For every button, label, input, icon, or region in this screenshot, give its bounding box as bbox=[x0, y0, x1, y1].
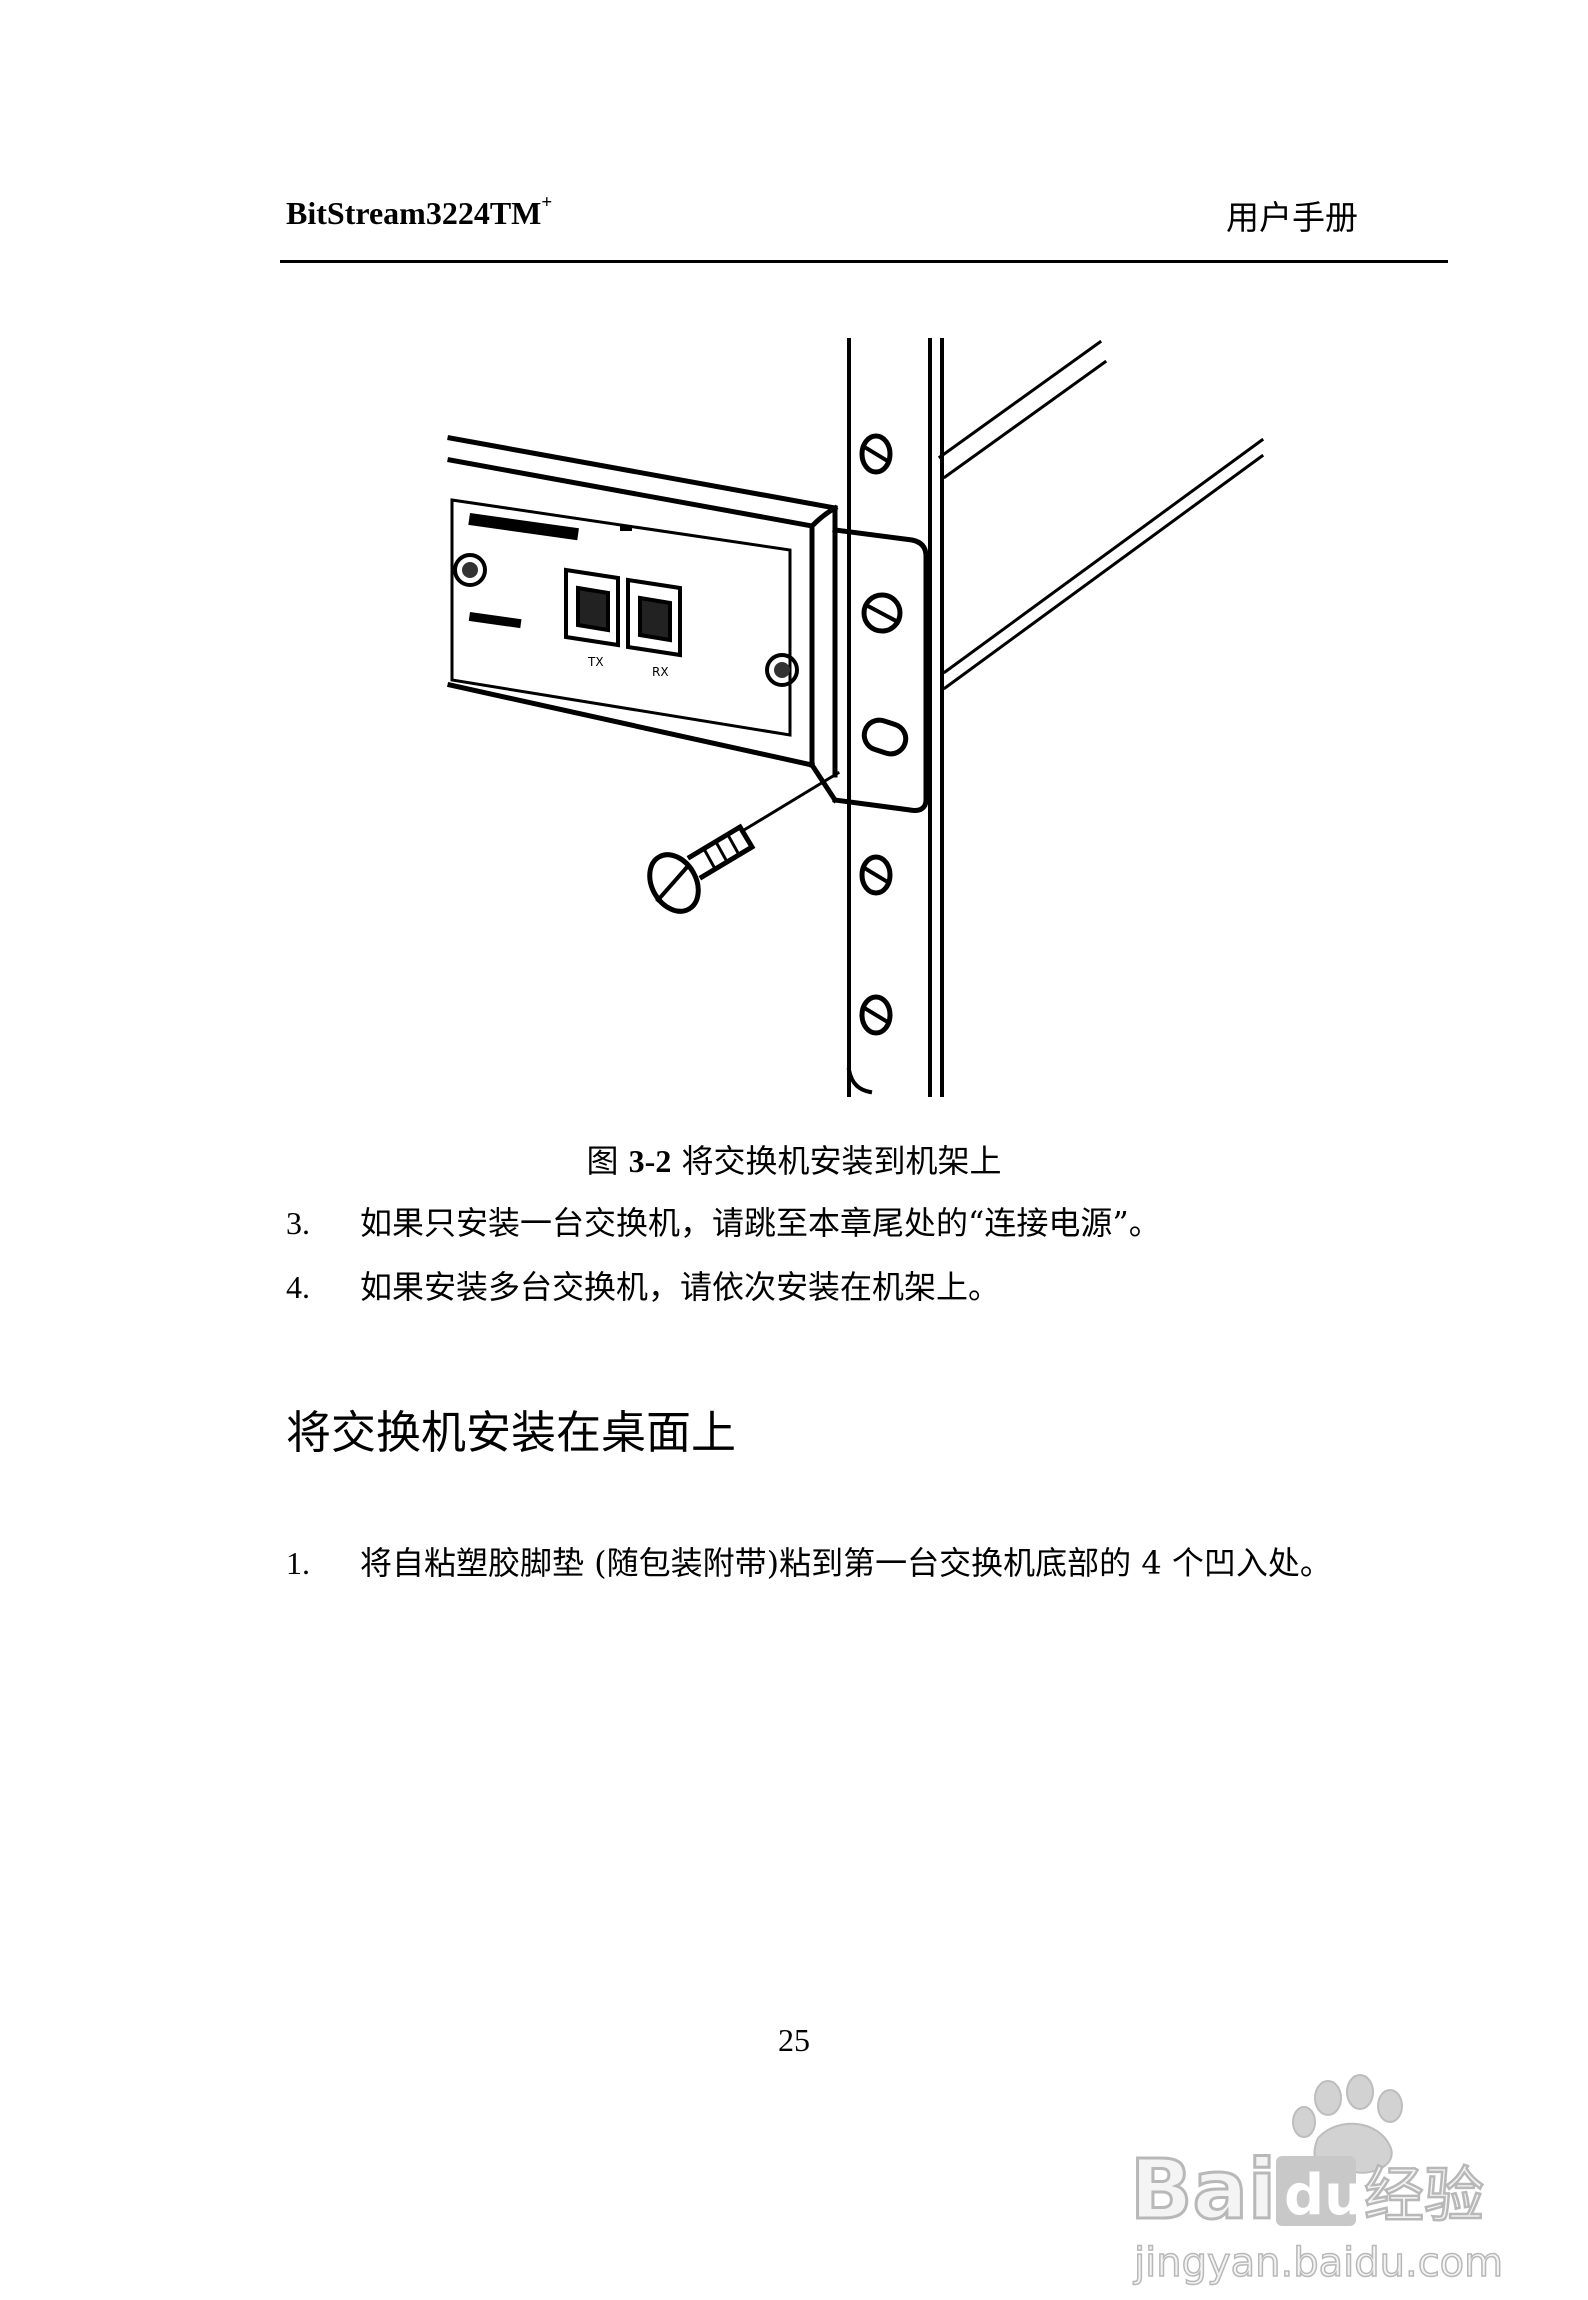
watermark-brand-suffix: 经验 bbox=[1364, 2161, 1484, 2231]
port-label-tx: TX bbox=[587, 655, 604, 669]
list-item-text: 如果安装多台交换机，请依次安装在机架上。 bbox=[360, 1268, 1001, 1306]
switch-front-panel bbox=[450, 498, 792, 737]
watermark-brand-du: du bbox=[1284, 2163, 1364, 2228]
rack-rail bbox=[847, 338, 944, 1097]
header-title: BitStream3224TM+ bbox=[286, 192, 552, 232]
list-item-number: 1. bbox=[286, 1545, 310, 1581]
header-title-text: BitStream3224TM bbox=[286, 195, 542, 231]
panel-screw-icons bbox=[453, 553, 799, 687]
bracket-screw-icon bbox=[861, 592, 903, 634]
fiber-port-rx bbox=[626, 577, 682, 658]
rail-bottom-curve bbox=[846, 1067, 873, 1095]
loose-screw-icon bbox=[647, 823, 756, 914]
list-item-number: 4. bbox=[286, 1269, 310, 1305]
section-title: 将交换机安装在桌面上 bbox=[286, 1406, 737, 1459]
rack-side-lines bbox=[937, 339, 1265, 691]
list-item-number: 3. bbox=[286, 1205, 310, 1241]
header-rule bbox=[280, 260, 1448, 263]
header-title-sup: + bbox=[541, 192, 553, 213]
caption-number: 3-2 bbox=[628, 1143, 672, 1179]
mounting-bracket bbox=[808, 527, 929, 813]
figure-caption: 图 3-2 将交换机安装到机架上 bbox=[0, 1136, 1588, 1182]
list-item: 4. 如果安装多台交换机，请依次安装在机架上。 bbox=[286, 1262, 1000, 1308]
watermark-url: jingyan.baidu.com bbox=[1133, 2240, 1503, 2286]
header-doc-type: 用户手册 bbox=[1226, 198, 1358, 237]
panel-label-blocks bbox=[468, 513, 632, 629]
caption-prefix: 图 bbox=[586, 1142, 619, 1180]
list-item-text: 如果只安装一台交换机，请跳至本章尾处的“连接电源”。 bbox=[360, 1204, 1161, 1242]
rack-mount-figure: TX RX bbox=[447, 338, 1265, 1097]
baidu-jingyan-watermark: Bai du 经验 jingyan.baidu.com bbox=[1129, 2074, 1504, 2287]
rail-hole-icons bbox=[859, 433, 893, 1036]
watermark-brand: Bai bbox=[1130, 2143, 1276, 2238]
screw-guide-line bbox=[741, 770, 841, 833]
list-item: 3. 如果只安装一台交换机，请跳至本章尾处的“连接电源”。 bbox=[286, 1198, 1161, 1244]
bracket-slot bbox=[861, 717, 909, 757]
watermark-du-box bbox=[1276, 2156, 1356, 2226]
switch-chassis bbox=[447, 435, 839, 778]
page-number: 25 bbox=[778, 2022, 810, 2058]
list-item-text: 将自粘塑胶脚垫 (随包装附带)粘到第一台交换机底部的 4 个凹入处。 bbox=[360, 1544, 1332, 1582]
list-item: 1. 将自粘塑胶脚垫 (随包装附带)粘到第一台交换机底部的 4 个凹入处。 bbox=[286, 1538, 1332, 1584]
caption-text: 将交换机安装到机架上 bbox=[681, 1142, 1002, 1180]
port-label-rx: RX bbox=[652, 665, 669, 679]
fiber-port-tx bbox=[564, 567, 620, 648]
